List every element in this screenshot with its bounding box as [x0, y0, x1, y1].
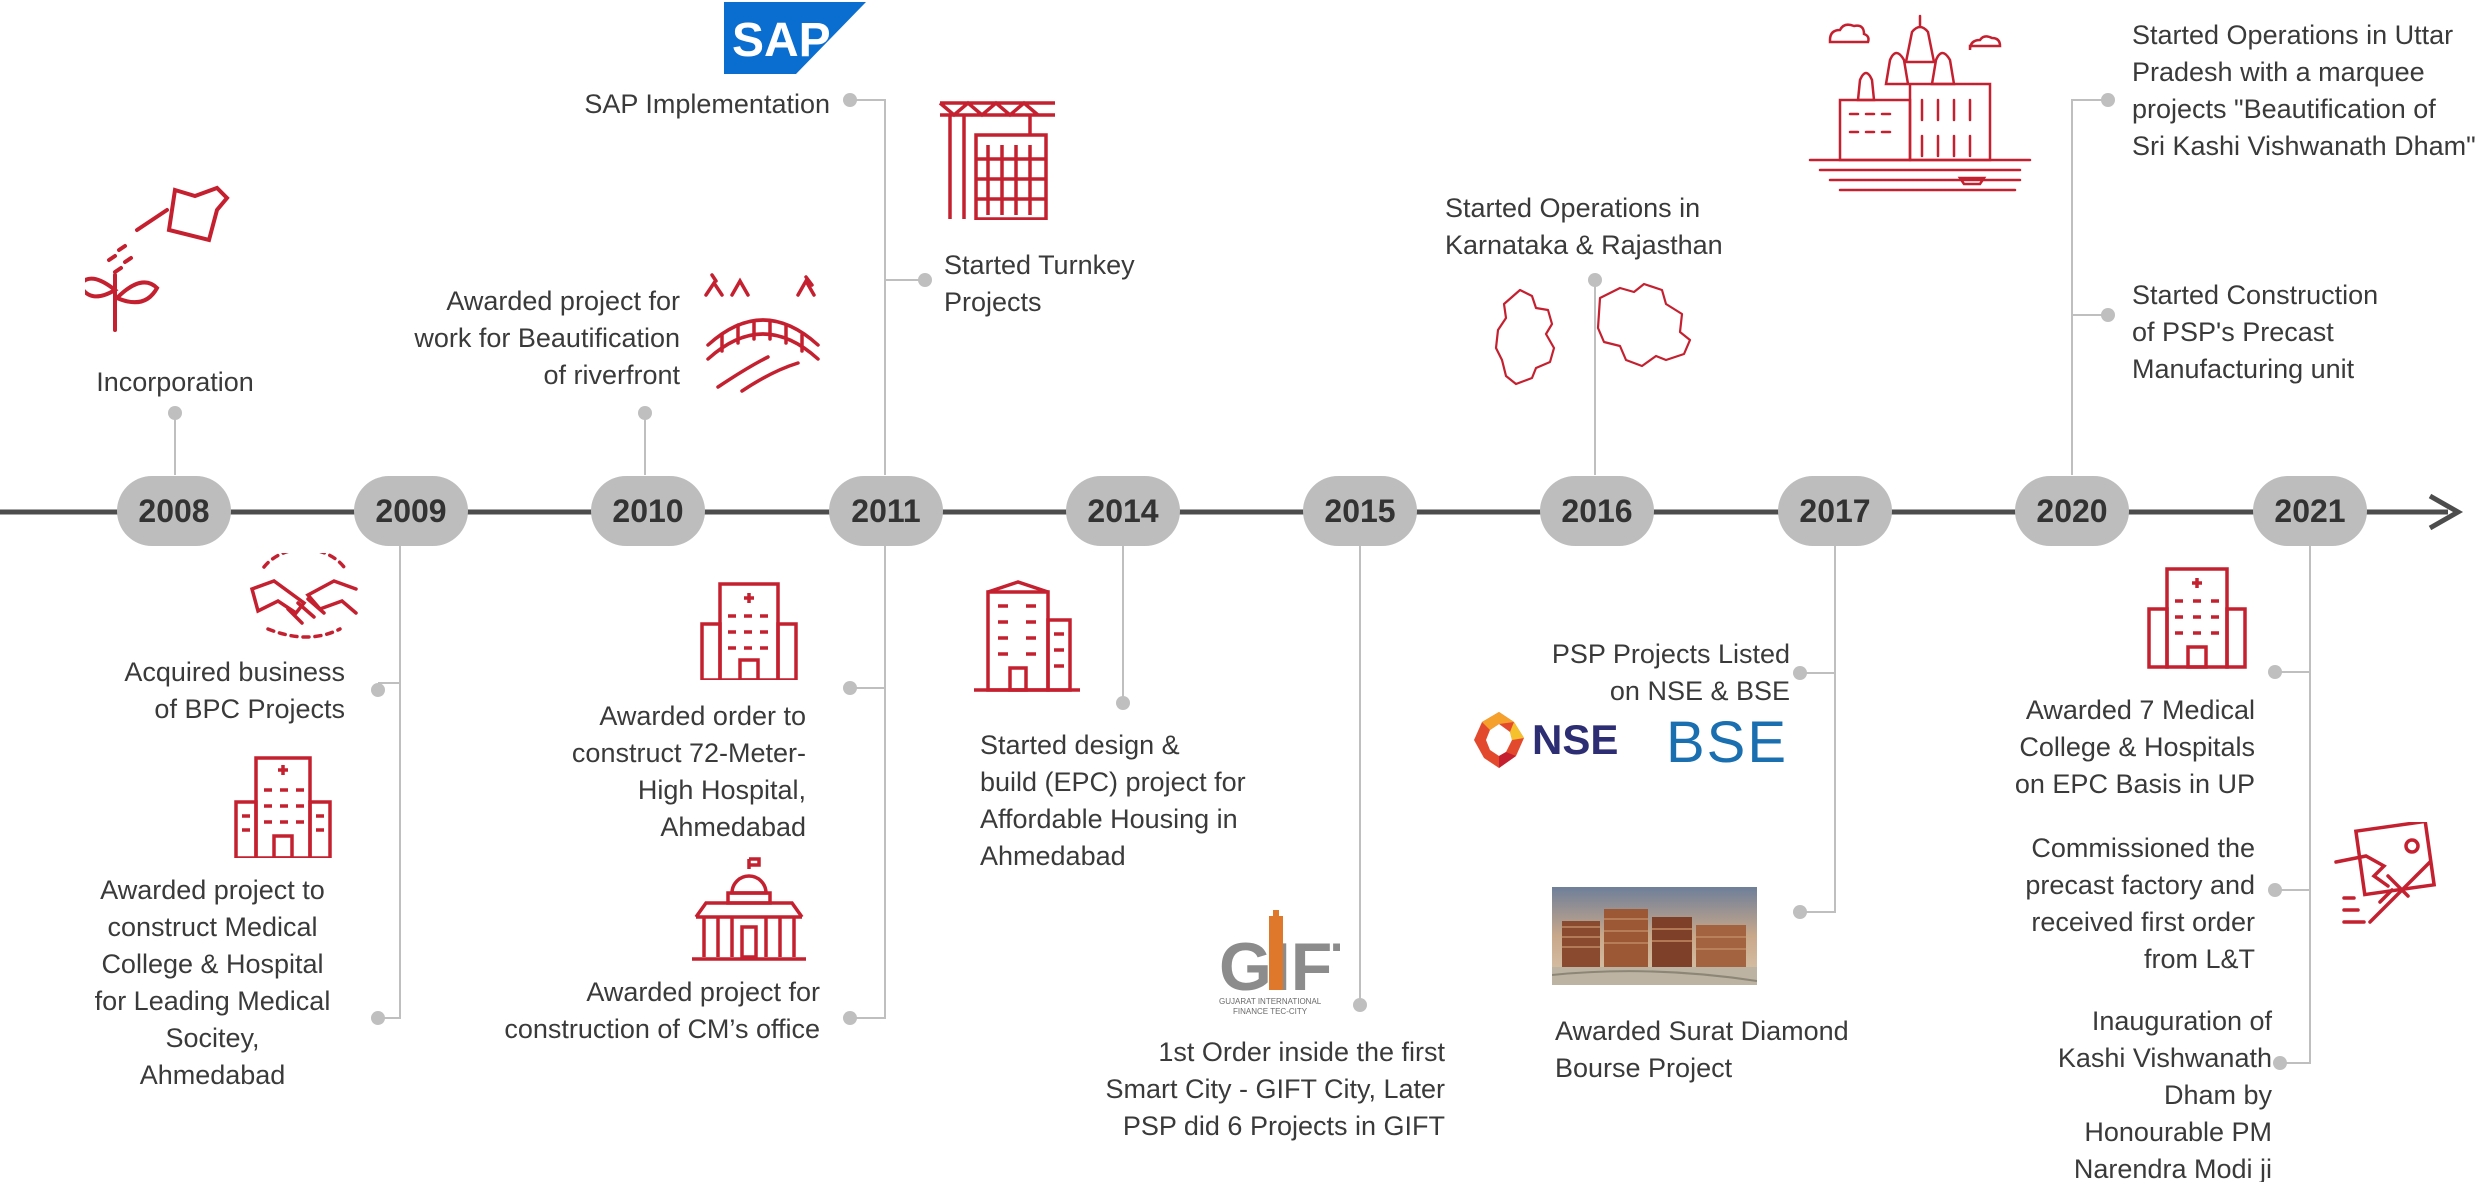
year-pill-2015: 2015 [1303, 476, 1417, 546]
riverfront-bridge-icon [704, 273, 820, 393]
milestone-inauguration: Inauguration of Kashi Vishwanath Dham by… [2057, 1006, 2272, 1182]
milestone-incorporation: Incorporation [96, 367, 254, 397]
milestone-affordable-housing: Started design & build (EPC) project for… [980, 730, 1246, 871]
year-pill-2014: 2014 [1066, 476, 1180, 546]
nse-logo-text: NSE [1532, 716, 1618, 763]
crane-building-icon [938, 100, 1055, 220]
milestone-gift-city: 1st Order inside the first Smart City - … [1105, 1037, 1445, 1141]
milestone-medical-up: Awarded 7 Medical College & Hospitals on… [2014, 695, 2255, 799]
milestone-precast-unit: Started Construction of PSP's Precast Ma… [2132, 280, 2379, 384]
kashi-temple-icon [1808, 14, 2032, 192]
bse-logo: BSE [1666, 712, 1788, 770]
handshake-icon [249, 553, 358, 639]
nse-logo: NSE [1474, 712, 1618, 768]
medical-college-icon [2147, 567, 2247, 669]
surat-diamond-bourse-image [1552, 887, 1757, 985]
signed-contract-icon [2334, 822, 2437, 924]
year-pill-2009: 2009 [354, 476, 468, 546]
watering-can-plant-icon [85, 185, 230, 332]
milestone-hospital-72m: Awarded order to construct 72-Meter- Hig… [571, 701, 806, 842]
sap-logo: SAP [724, 2, 866, 74]
milestone-medical-college-2009: Awarded project to construct Medical Col… [94, 875, 331, 1090]
year-pill-2017: 2017 [1778, 476, 1892, 546]
milestone-sap: SAP Implementation [584, 89, 830, 119]
milestone-precast-factory: Commissioned the precast factory and rec… [2025, 833, 2255, 974]
bse-logo-text: BSE [1666, 712, 1788, 770]
year-pill-2016: 2016 [1540, 476, 1654, 546]
milestone-uttar-pradesh: Started Operations in Uttar Pradesh with… [2132, 20, 2476, 161]
sap-logo-text: SAP [732, 14, 831, 67]
apartment-building-icon [974, 580, 1080, 692]
gift-city-logo: GIFT GUJARAT INTERNATIONAL FINANCE TEC-C… [1219, 910, 1340, 1016]
year-pill-2011: 2011 [829, 476, 943, 546]
state-maps-icon [1494, 282, 1692, 386]
milestone-riverfront: Awarded project for work for Beautificat… [414, 286, 680, 390]
year-pill-2008: 2008 [117, 476, 231, 546]
milestone-turnkey: Started Turnkey Projects [944, 250, 1135, 317]
milestone-acquired-bpc: Acquired business of BPC Projects [124, 657, 345, 724]
milestone-listed: PSP Projects Listed on NSE & BSE [1551, 639, 1790, 706]
year-pill-2010: 2010 [591, 476, 705, 546]
year-pill-2020: 2020 [2015, 476, 2129, 546]
year-pill-2021: 2021 [2253, 476, 2367, 546]
hospital-tower-icon [700, 582, 798, 680]
milestone-surat: Awarded Surat Diamond Bourse Project [1555, 1016, 1849, 1083]
svg-text:FINANCE TEC-CITY: FINANCE TEC-CITY [1233, 1007, 1308, 1016]
hospital-icon [234, 756, 332, 858]
svg-text:GUJARAT INTERNATIONAL: GUJARAT INTERNATIONAL [1219, 997, 1322, 1006]
milestone-cm-office: Awarded project for construction of CM’s… [504, 977, 820, 1044]
government-building-icon [692, 857, 806, 961]
milestone-karnataka-rajasthan: Started Operations in Karnataka & Rajast… [1445, 193, 1723, 260]
